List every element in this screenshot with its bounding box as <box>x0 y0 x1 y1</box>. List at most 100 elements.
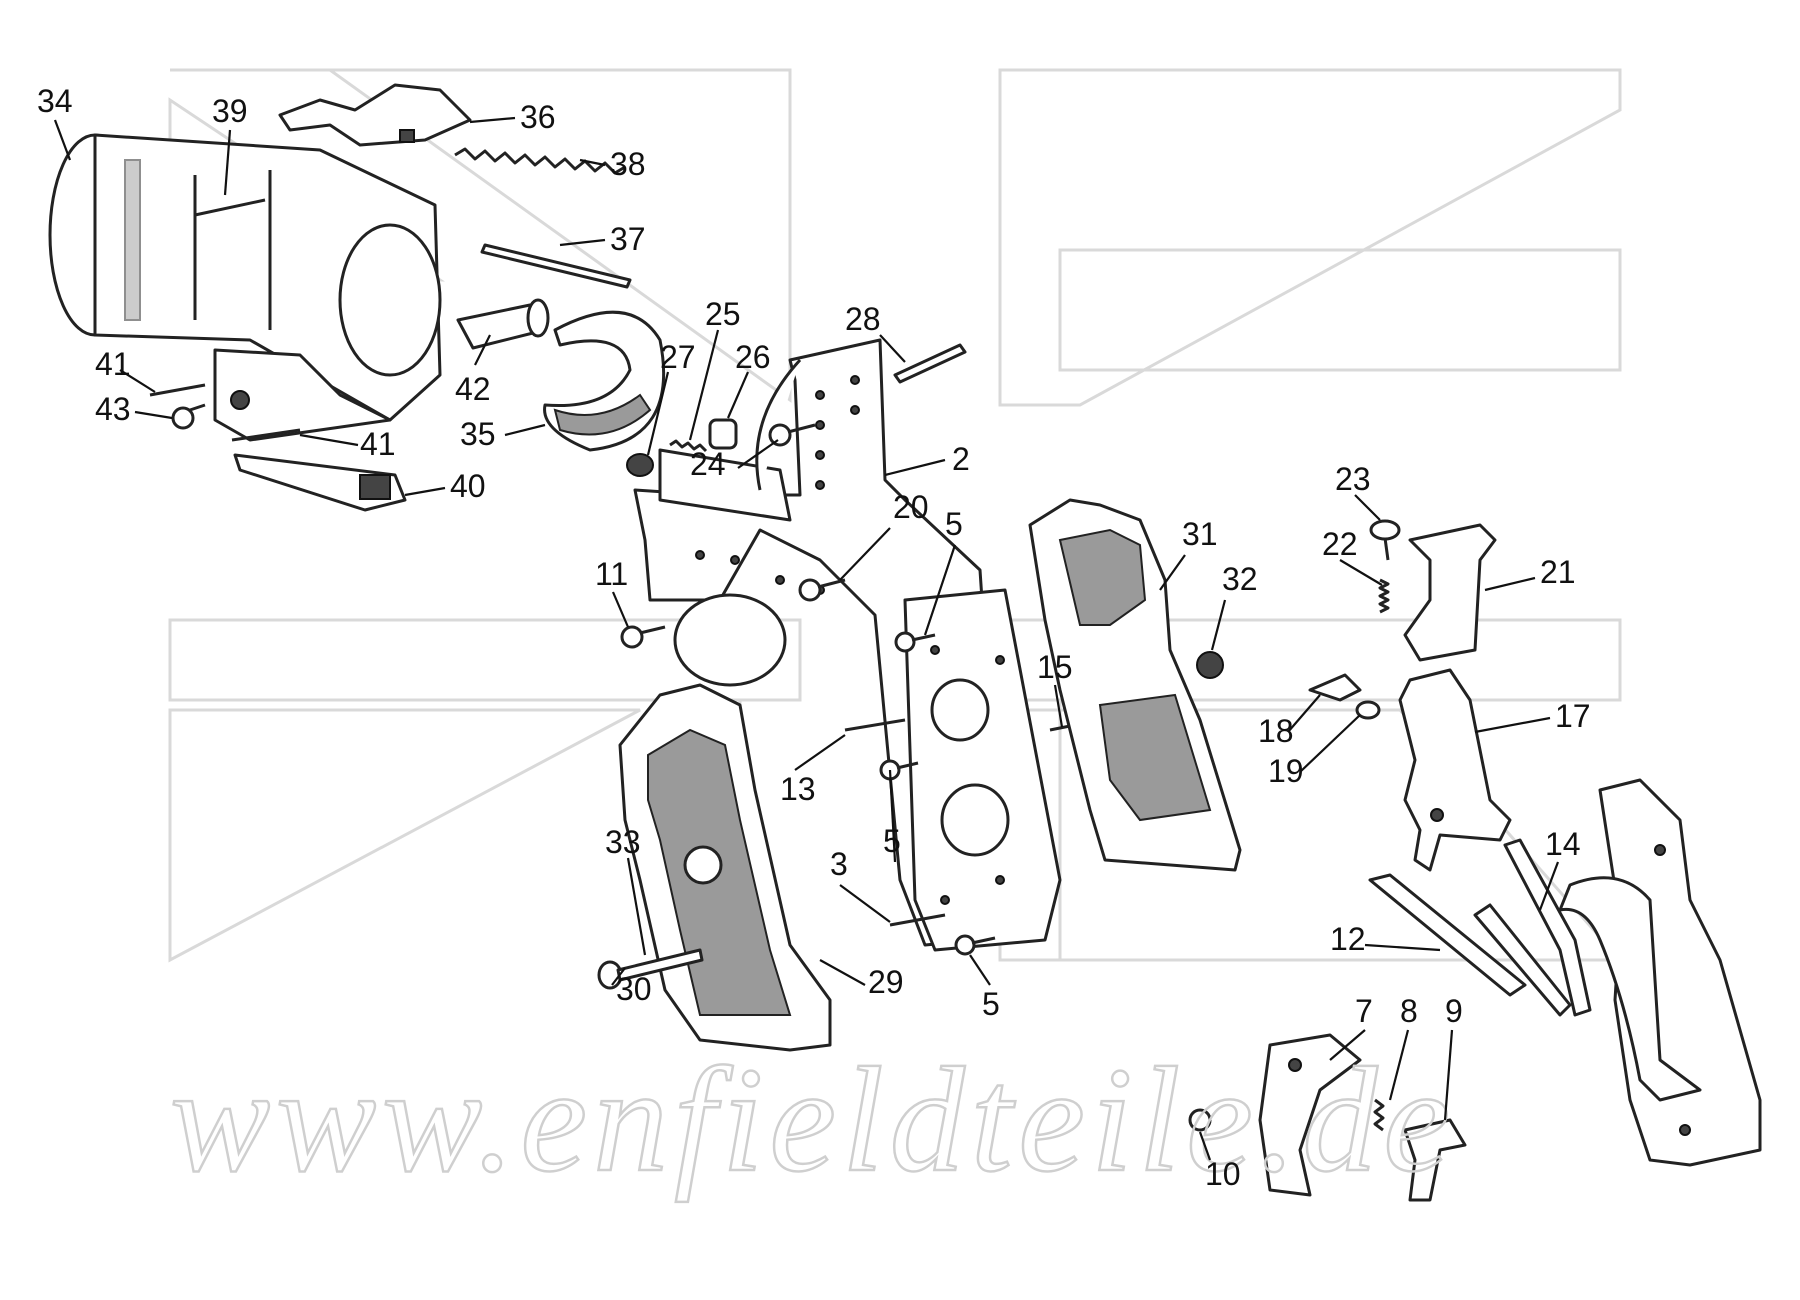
leader-line-7 <box>1329 1029 1366 1061</box>
callout-label-19: 19 <box>1268 753 1304 789</box>
callout-label-30: 30 <box>616 971 652 1007</box>
part-34-barrel-housing <box>48 133 442 442</box>
leader-line-10 <box>1198 1131 1212 1161</box>
leader-line-22 <box>1339 559 1383 586</box>
leader-line-23 <box>1354 494 1381 521</box>
part-13-pin <box>844 718 906 732</box>
leader-line-39 <box>223 129 232 196</box>
leader-line-43 <box>134 410 173 420</box>
leader-line-38 <box>579 158 606 167</box>
callout-label-34: 34 <box>37 83 73 119</box>
part-31-grip <box>1028 498 1242 872</box>
part-3-pin <box>889 913 946 927</box>
part-38-spring <box>454 147 626 175</box>
leader-line-9 <box>1443 1029 1454 1121</box>
part-7-trigger <box>1258 1033 1362 1197</box>
part-5-pin-upper <box>894 631 936 653</box>
callout-label-18: 18 <box>1258 713 1294 749</box>
part-43-screw <box>171 403 206 430</box>
part-11-screw <box>620 625 666 649</box>
leader-line-5b <box>888 769 897 863</box>
part-26-bush <box>708 418 738 450</box>
part-39-pin <box>194 198 266 217</box>
flag-watermark <box>168 68 1624 963</box>
leader-line-41a <box>119 369 156 393</box>
callout-label-25: 25 <box>705 296 741 332</box>
leader-line-2 <box>884 458 946 477</box>
leader-line-33 <box>626 857 647 956</box>
leader-line-21 <box>1484 576 1536 592</box>
callout-label-41a: 41 <box>95 346 131 382</box>
callout-label-15: 15 <box>1037 649 1073 685</box>
part-35-band <box>543 310 666 452</box>
leader-lines <box>53 116 1560 1161</box>
callout-label-22: 22 <box>1322 526 1358 562</box>
leader-line-5c <box>969 954 991 986</box>
callout-label-42: 42 <box>455 371 491 407</box>
leader-line-37 <box>559 238 606 247</box>
callout-label-32: 32 <box>1222 561 1258 597</box>
leader-line-30 <box>611 967 626 986</box>
callout-label-5a: 5 <box>945 506 963 542</box>
callout-label-9: 9 <box>1445 993 1463 1029</box>
part-19-bush <box>1355 700 1381 720</box>
part-36-top-latch <box>278 83 472 147</box>
callout-label-26: 26 <box>735 339 771 375</box>
leader-line-41b <box>299 433 359 447</box>
leader-line-12 <box>1364 943 1441 952</box>
part-10-screw <box>1188 1108 1212 1132</box>
leader-line-32 <box>1210 599 1227 651</box>
part-right-grip <box>1558 778 1762 1167</box>
part-12-bar <box>1368 873 1527 997</box>
callout-label-13: 13 <box>780 771 816 807</box>
callout-label-41b: 41 <box>360 426 396 462</box>
leader-line-26 <box>726 371 750 419</box>
callout-label-39: 39 <box>212 93 248 129</box>
callout-label-3: 3 <box>830 846 848 882</box>
part-8-spring <box>1373 1098 1385 1132</box>
part-17-hammer <box>1398 668 1512 872</box>
leader-line-17 <box>1474 716 1551 734</box>
watermark-url: www.enfieldteile.de <box>170 1037 1456 1203</box>
part-42-pin <box>456 298 550 350</box>
callout-label-27: 27 <box>660 339 696 375</box>
callout-label-10: 10 <box>1205 1156 1241 1192</box>
callout-label-11: 11 <box>595 556 628 592</box>
leader-line-19 <box>1299 714 1361 773</box>
callout-label-35: 35 <box>460 416 496 452</box>
callout-label-5c: 5 <box>982 986 1000 1022</box>
part-41-upper-pin <box>149 383 206 397</box>
leader-line-8 <box>1388 1029 1410 1101</box>
callout-label-21: 21 <box>1540 554 1576 590</box>
leader-line-29 <box>819 959 866 986</box>
leader-line-36 <box>469 116 516 124</box>
callout-label-7: 7 <box>1355 993 1373 1029</box>
part-9-sear <box>1403 1118 1467 1202</box>
part-20-screw <box>798 578 846 602</box>
callout-label-38: 38 <box>610 146 646 182</box>
callout-label-40: 40 <box>450 468 486 504</box>
leader-line-24 <box>737 439 779 469</box>
part-27-nut <box>626 453 654 477</box>
leader-line-20 <box>839 527 891 581</box>
part-5-pin-lower <box>954 934 996 956</box>
part-24-screw <box>768 423 816 447</box>
callout-label-12: 12 <box>1330 921 1366 957</box>
leader-line-3 <box>839 884 891 923</box>
part-14-spring <box>1473 838 1592 1017</box>
callout-label-31: 31 <box>1182 516 1218 552</box>
callout-label-5b: 5 <box>883 823 901 859</box>
leader-line-14 <box>1538 861 1560 911</box>
callout-label-14: 14 <box>1545 826 1581 862</box>
leader-line-18 <box>1287 694 1321 733</box>
leader-line-40 <box>404 486 446 497</box>
callout-label-33: 33 <box>605 824 641 860</box>
part-18-pawl <box>1308 673 1362 702</box>
leader-line-13 <box>794 734 846 771</box>
callout-label-23: 23 <box>1335 461 1371 497</box>
callout-label-8: 8 <box>1400 993 1418 1029</box>
part-41-lower-pin <box>231 428 301 442</box>
part-37-pin <box>480 243 632 289</box>
